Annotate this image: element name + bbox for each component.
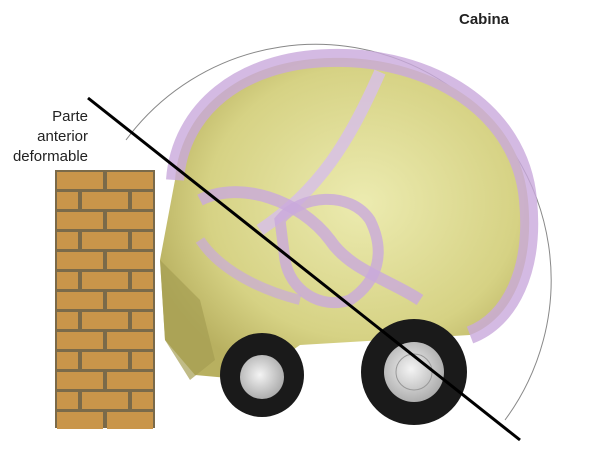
brick [57, 372, 103, 389]
brick [57, 272, 78, 289]
label-line: deformable [12, 148, 88, 165]
brick [82, 312, 128, 329]
deformation-divider-line [87, 96, 521, 442]
brick [107, 212, 153, 229]
brick [57, 212, 103, 229]
brick [107, 252, 153, 269]
cabin-label: Cabina [459, 11, 510, 28]
brick [57, 312, 78, 329]
skull [160, 48, 539, 381]
brick [107, 412, 153, 429]
brick [82, 352, 128, 369]
brick [107, 292, 153, 309]
brick [57, 292, 103, 309]
brick [82, 232, 128, 249]
brick [132, 392, 153, 409]
brick [57, 172, 103, 189]
brick [82, 392, 128, 409]
deformable-front-label: Parte anterior deformable [0, 107, 88, 167]
brick [107, 372, 153, 389]
brick [82, 192, 128, 209]
brick [132, 312, 153, 329]
rear-wheel [361, 319, 467, 425]
brick [82, 272, 128, 289]
brick [107, 332, 153, 349]
brick [132, 192, 153, 209]
brick [107, 172, 153, 189]
brick [132, 352, 153, 369]
brick [57, 232, 78, 249]
brick [57, 192, 78, 209]
brick [57, 332, 103, 349]
brick [132, 232, 153, 249]
brick [57, 412, 103, 429]
brick [57, 252, 103, 269]
brick [132, 272, 153, 289]
label-line: anterior [37, 128, 88, 145]
brick-wall [55, 170, 155, 429]
label-line: Parte [52, 108, 88, 125]
brick [57, 392, 78, 409]
brick [57, 352, 78, 369]
front-wheel [220, 333, 304, 417]
